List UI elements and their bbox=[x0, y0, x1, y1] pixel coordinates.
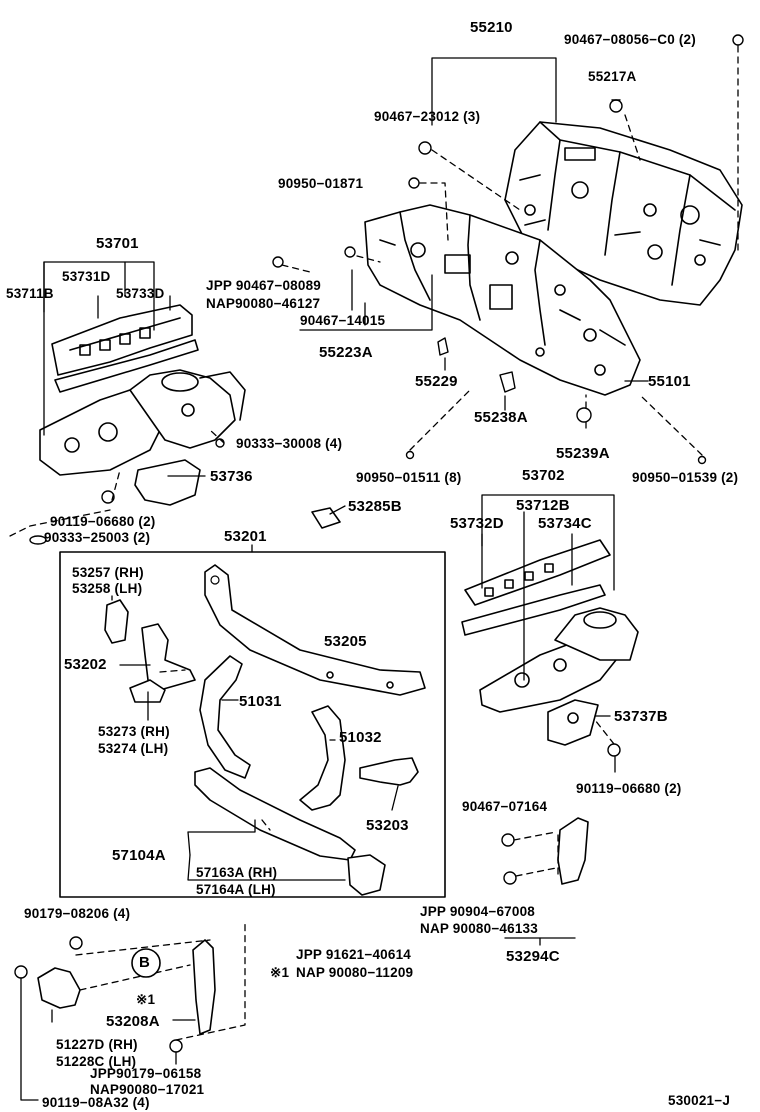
label-53203: 53203 bbox=[366, 817, 409, 834]
bracket-53273 bbox=[129, 679, 166, 703]
label-90119-08A32: 90119−08A32 (4) bbox=[42, 1095, 150, 1110]
callout-b-circle bbox=[131, 948, 161, 978]
front-apron-right bbox=[461, 539, 639, 746]
label-53258: 53258 (LH) bbox=[72, 581, 143, 596]
label-51228C: 51228C (LH) bbox=[56, 1054, 137, 1069]
label-90467-08056: 90467−08056−C0 (2) bbox=[564, 32, 696, 47]
bracket-51227D bbox=[37, 967, 81, 1009]
label-57163A: 57163A (RH) bbox=[196, 865, 278, 880]
label-90950-01871: 90950−01871 bbox=[278, 176, 364, 191]
note-mark-1: ※1 bbox=[270, 965, 290, 980]
label-53285B: 53285B bbox=[348, 498, 402, 515]
label-53712B: 53712B bbox=[516, 497, 570, 514]
label-53257: 53257 (RH) bbox=[72, 565, 144, 580]
label-51031: 51031 bbox=[239, 693, 282, 710]
label-51032: 51032 bbox=[339, 729, 382, 746]
lower-support-57104A bbox=[194, 767, 356, 861]
label-53731D: 53731D bbox=[62, 269, 111, 284]
bracket-53202 bbox=[141, 623, 196, 691]
note-nap-90080-11209: NAP 90080−11209 bbox=[296, 965, 414, 980]
label-jpp-90467-08089: JPP 90467−08089 bbox=[206, 278, 321, 293]
label-90119-06680-right: 90119−06680 (2) bbox=[576, 781, 682, 796]
label-53736: 53736 bbox=[210, 468, 253, 485]
label-53733D: 53733D bbox=[116, 286, 165, 301]
leader-lines bbox=[20, 57, 649, 1101]
label-53201: 53201 bbox=[224, 528, 267, 545]
bracket-51031 bbox=[199, 655, 251, 779]
note-mark-1-b: ※1 bbox=[136, 992, 156, 1007]
label-nap-90080-46127: NAP90080−46127 bbox=[206, 296, 321, 311]
label-90179-08206: 90179−08206 (4) bbox=[24, 906, 131, 921]
label-55210: 55210 bbox=[470, 19, 513, 36]
label-57104A: 57104A bbox=[112, 847, 166, 864]
bracket-57163A bbox=[347, 854, 386, 896]
bracket-51032 bbox=[299, 705, 346, 811]
label-51227D: 51227D (RH) bbox=[56, 1037, 138, 1052]
label-90950-01511: 90950−01511 (8) bbox=[356, 470, 462, 485]
label-90333-30008: 90333−30008 (4) bbox=[236, 436, 343, 451]
label-jpp-90904-67008: JPP 90904−67008 bbox=[420, 904, 535, 919]
bracket-53203 bbox=[359, 757, 419, 786]
label-55101: 55101 bbox=[648, 373, 691, 390]
label-nap-90080-17021: NAP90080−17021 bbox=[90, 1082, 205, 1097]
label-55239A: 55239A bbox=[556, 445, 610, 462]
bracket-53294C bbox=[557, 817, 589, 885]
upper-support-53205 bbox=[204, 564, 426, 696]
label-53205: 53205 bbox=[324, 633, 367, 650]
label-57164A: 57164A (LH) bbox=[196, 882, 276, 897]
front-apron-left bbox=[39, 304, 246, 506]
label-53702: 53702 bbox=[522, 467, 565, 484]
label-55223A: 55223A bbox=[319, 344, 373, 361]
bracket-53257 bbox=[104, 599, 129, 644]
label-90950-01539: 90950−01539 (2) bbox=[632, 470, 739, 485]
label-53208A: 53208A bbox=[106, 1013, 160, 1030]
fasteners bbox=[14, 34, 744, 1053]
label-53294C: 53294C bbox=[506, 948, 560, 965]
label-53734C: 53734C bbox=[538, 515, 592, 532]
label-90467-14015: 90467−14015 bbox=[300, 313, 386, 328]
callout-b-letter: B bbox=[139, 954, 151, 971]
label-jpp-90179-06158: JPP90179−06158 bbox=[90, 1066, 202, 1081]
label-55229: 55229 bbox=[415, 373, 458, 390]
label-90467-23012: 90467−23012 (3) bbox=[374, 109, 481, 124]
label-90333-25003: 90333−25003 (2) bbox=[44, 530, 151, 545]
bracket-53208A bbox=[192, 939, 216, 1035]
label-53711B: 53711B bbox=[6, 286, 54, 301]
label-53732D: 53732D bbox=[450, 515, 504, 532]
label-53202: 53202 bbox=[64, 656, 107, 673]
label-90467-07164: 90467−07164 bbox=[462, 799, 548, 814]
label-nap-90080-46133: NAP 90080−46133 bbox=[420, 921, 538, 936]
label-55238A: 55238A bbox=[474, 409, 528, 426]
label-53274: 53274 (LH) bbox=[98, 741, 169, 756]
dashed-leaders bbox=[9, 45, 739, 1041]
label-90119-06680-top: 90119−06680 (2) bbox=[50, 514, 156, 529]
label-53701: 53701 bbox=[96, 235, 139, 252]
label-53737B: 53737B bbox=[614, 708, 668, 725]
diagram-id: 530021−J bbox=[668, 1093, 731, 1108]
dash-panel-55101 bbox=[364, 204, 641, 396]
note-jpp-91621-40614: JPP 91621−40614 bbox=[296, 947, 411, 962]
label-53273: 53273 (RH) bbox=[98, 724, 170, 739]
label-55217A: 55217A bbox=[588, 69, 637, 84]
